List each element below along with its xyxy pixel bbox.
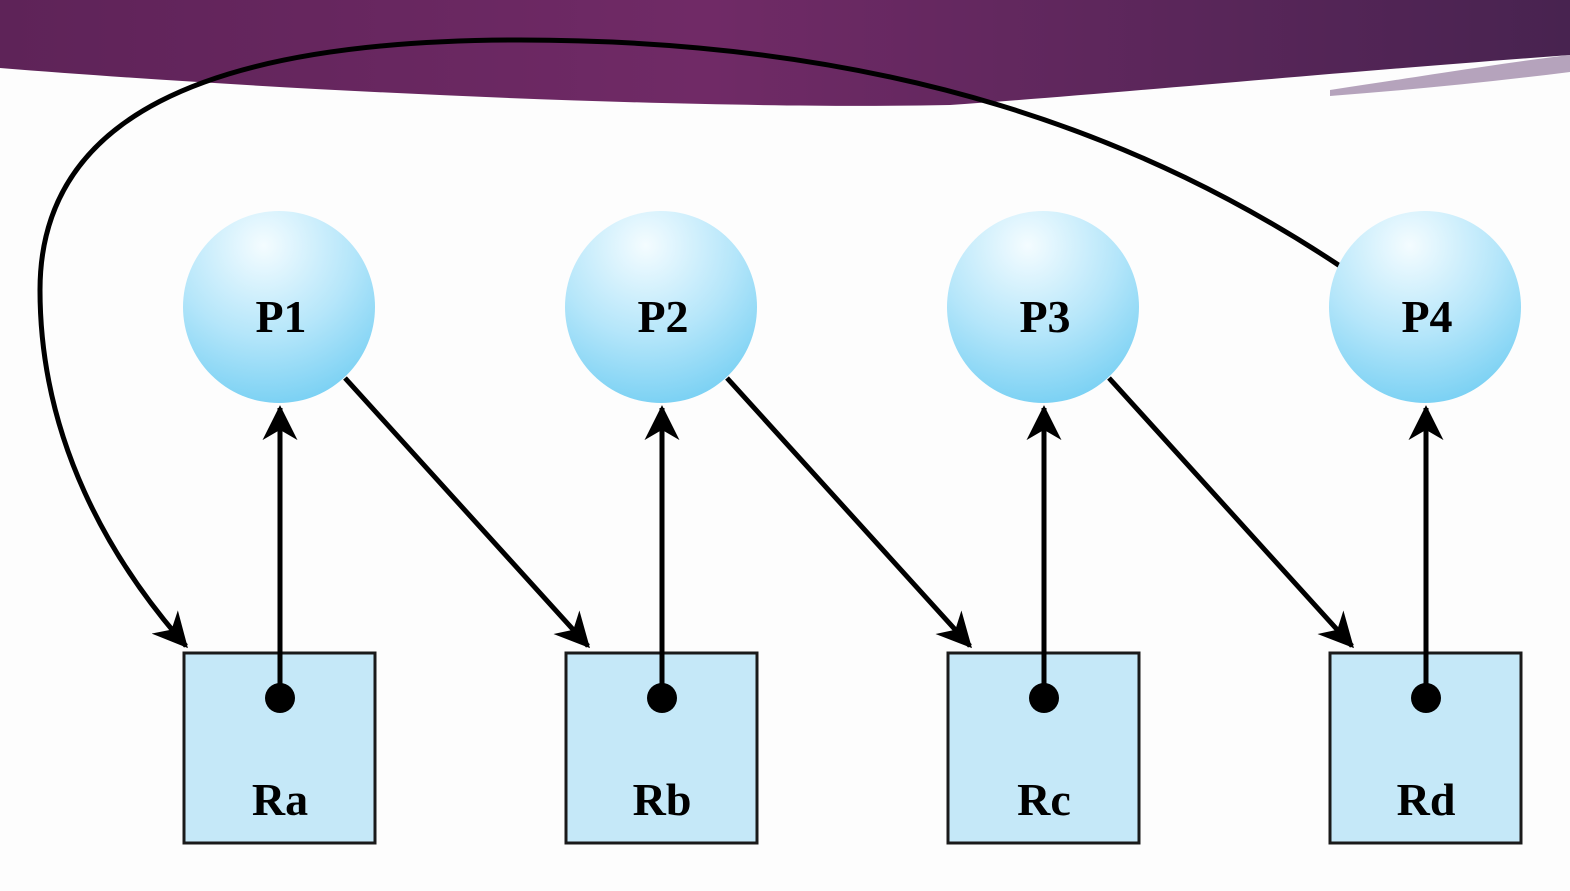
resource-label: Rb xyxy=(633,774,692,825)
resource-node-ra: Ra xyxy=(182,651,377,845)
resource-label: Rc xyxy=(1017,774,1071,825)
resource-label: Ra xyxy=(252,774,308,825)
process-label: P4 xyxy=(1401,291,1452,342)
edge-p2-requests-rc xyxy=(725,376,972,649)
edge-p1-requests-rb xyxy=(343,376,590,649)
process-node-p3: P3 xyxy=(947,211,1139,403)
process-label: P1 xyxy=(255,291,306,342)
header-banner-highlight xyxy=(1330,55,1570,96)
process-label: P3 xyxy=(1019,291,1070,342)
process-node-p1: P1 xyxy=(183,211,375,403)
resource-node-rd: Rd xyxy=(1328,651,1523,845)
header-banner xyxy=(0,0,1570,106)
process-node-p2: P2 xyxy=(565,211,757,403)
edge-p3-requests-rd xyxy=(1107,376,1354,649)
resource-label: Rd xyxy=(1397,774,1456,825)
process-label: P2 xyxy=(637,291,688,342)
edge-p4-requests-ra xyxy=(37,37,1342,649)
process-node-p4: P4 xyxy=(1329,211,1521,403)
